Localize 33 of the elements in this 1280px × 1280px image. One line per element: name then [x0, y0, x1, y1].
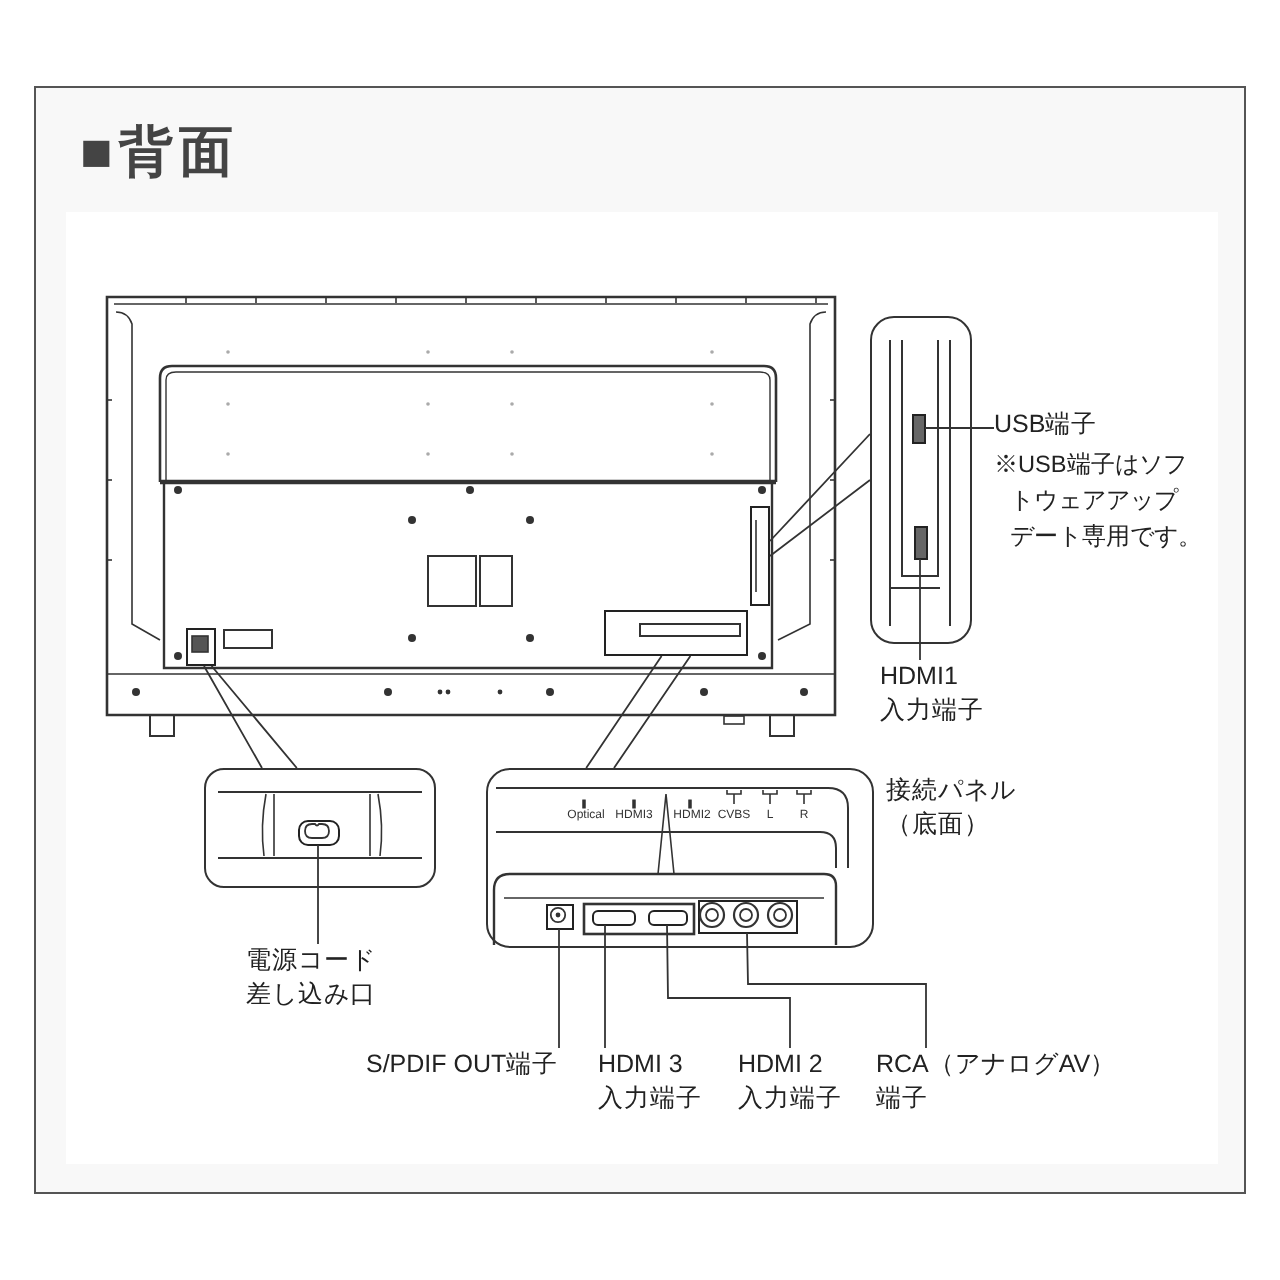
power-socket: [297, 819, 339, 845]
side-terminal-closeup: [870, 316, 972, 644]
port-label: HDMI 2 入力端子: [738, 1048, 842, 1116]
terminal-panel-closeup: [486, 768, 874, 948]
port-label: USB端子: [994, 408, 1098, 442]
optical-port: [545, 903, 573, 929]
port-label: S/PDIF OUT端子: [366, 1048, 559, 1082]
callout-lines: [769, 433, 871, 557]
rca-jacks: [697, 899, 797, 933]
callout-lines: [203, 665, 298, 769]
power-inlet: [186, 628, 216, 666]
terminal-panel: [604, 610, 748, 656]
port-label: HDMI1 入力端子: [880, 660, 984, 728]
hdmi-port: [591, 909, 635, 925]
port-label: RCA（アナログAV）端子: [876, 1048, 1132, 1116]
title: ■背面: [80, 120, 239, 184]
usb-port: [911, 413, 925, 443]
port-label: HDMI 3 入力端子: [598, 1048, 702, 1116]
port-label: 電源コード差し込み口: [246, 944, 378, 1012]
leader-line: [558, 928, 560, 1049]
callout-lines: [585, 655, 692, 769]
hdmi-port: [913, 525, 927, 559]
side-terminal-area: [750, 506, 770, 606]
leader-line: [604, 924, 606, 1049]
note-text: ※USB端子はソフトウェアアップデート専用です。: [994, 448, 1202, 554]
power-inlet-closeup: [204, 768, 436, 888]
leader-line: [924, 427, 995, 429]
leader-line: [666, 924, 791, 1049]
leader-line: [746, 932, 927, 1049]
leader-line: [317, 844, 319, 945]
leader-line: [919, 558, 921, 661]
panel-caption: 接続パネル（底面）: [886, 774, 1018, 842]
hdmi-port: [647, 909, 687, 925]
